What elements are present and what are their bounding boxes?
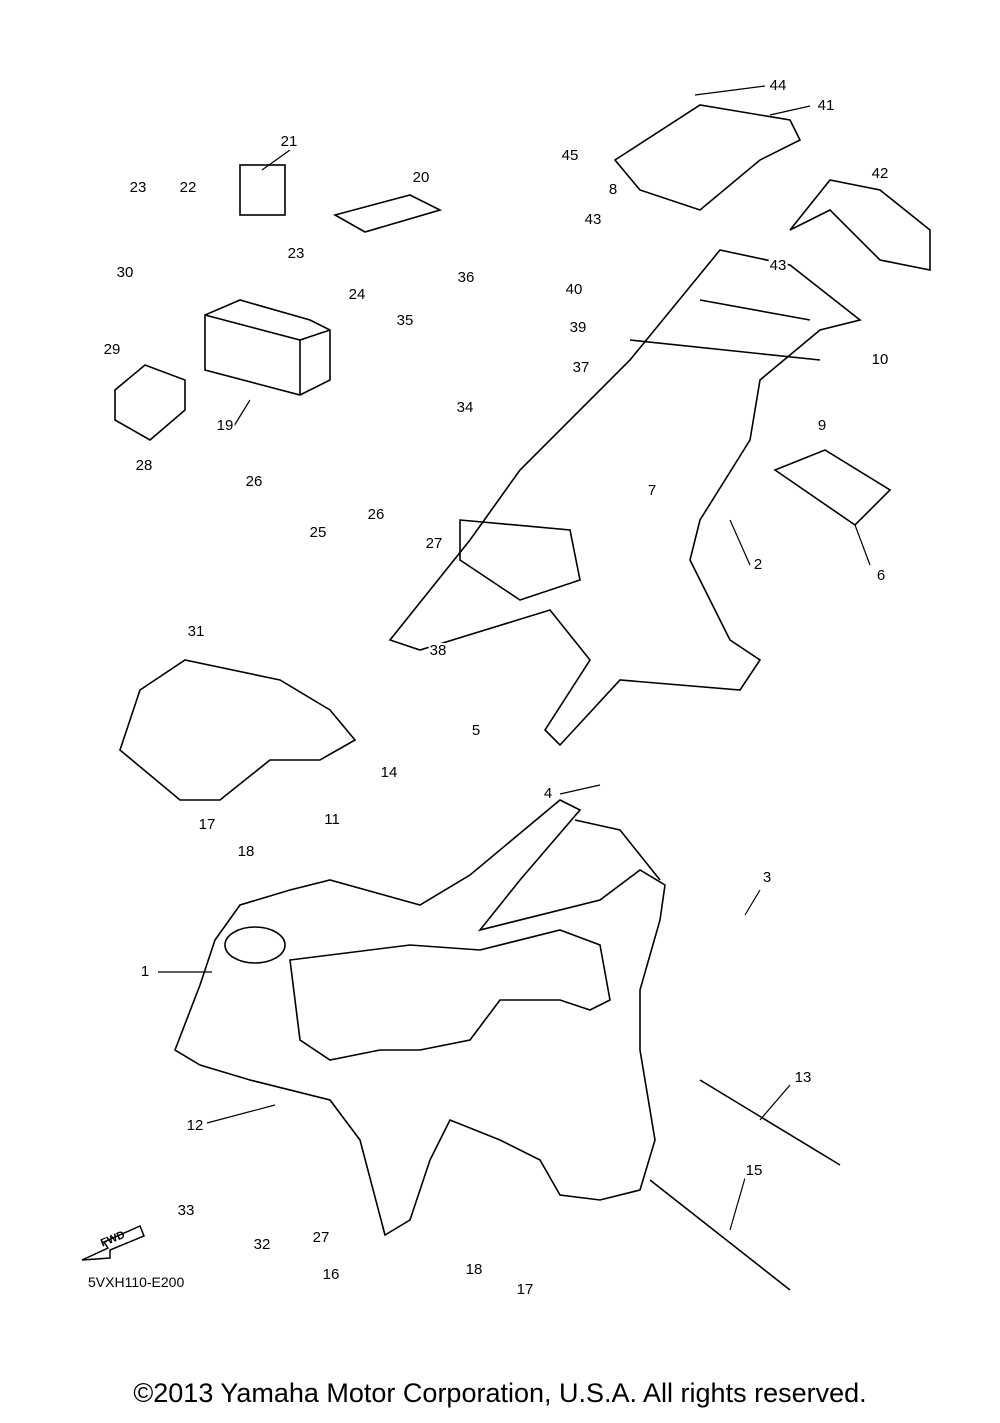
part-callout: 17 xyxy=(197,816,217,833)
copyright-footer: ©2013 Yamaha Motor Corporation, U.S.A. A… xyxy=(133,1378,867,1408)
part-callout: 26 xyxy=(366,506,386,523)
part-callout: 18 xyxy=(236,843,256,860)
part-callout: 3 xyxy=(761,869,773,886)
part-callout: 30 xyxy=(115,264,135,281)
part-callout: 4 xyxy=(542,785,554,802)
part-callout: 17 xyxy=(515,1281,535,1298)
fwd-arrow-icon: FWD xyxy=(81,1224,145,1261)
part-callout: 19 xyxy=(215,417,235,434)
battery-box xyxy=(204,299,331,396)
part-callout: 25 xyxy=(308,524,328,541)
diagram-code: 5VXH110-E200 xyxy=(88,1274,185,1290)
part-callout: 44 xyxy=(768,77,788,94)
part-callout: 29 xyxy=(102,341,122,358)
part-callout: 37 xyxy=(571,359,591,376)
leader-lines xyxy=(158,85,871,1231)
part-callout: 22 xyxy=(178,179,198,196)
part-callout: 27 xyxy=(424,535,444,552)
part-callout: 1 xyxy=(139,963,151,980)
part-callout: 15 xyxy=(744,1162,764,1179)
part-callout: 41 xyxy=(816,97,836,114)
under-cover xyxy=(119,659,357,801)
part-callout: 23 xyxy=(286,245,306,262)
part-callout: 10 xyxy=(870,351,890,368)
part-callout: 16 xyxy=(321,1266,341,1283)
part-callout: 2 xyxy=(752,556,764,573)
part-callout: 43 xyxy=(768,257,788,274)
part-callout: 40 xyxy=(564,281,584,298)
part-callout: 26 xyxy=(244,473,264,490)
part-callout: 31 xyxy=(186,623,206,640)
part-callout: 36 xyxy=(456,269,476,286)
part-callout: 21 xyxy=(279,133,299,150)
part-callout: 45 xyxy=(560,147,580,164)
part-callout: 18 xyxy=(464,1261,484,1278)
rear-frame xyxy=(388,249,862,747)
part-callout: 20 xyxy=(411,169,431,186)
part-callout: 12 xyxy=(185,1117,205,1134)
part-callout: 33 xyxy=(176,1202,196,1219)
part-callout: 34 xyxy=(455,399,475,416)
part-callout: 35 xyxy=(395,312,415,329)
part-callout: 38 xyxy=(428,642,448,659)
part-callout: 6 xyxy=(875,567,887,584)
part-callout: 11 xyxy=(323,811,341,828)
part-callout: 14 xyxy=(379,764,399,781)
part-callout: 43 xyxy=(583,211,603,228)
part-callout: 9 xyxy=(816,417,828,434)
part-callout: 39 xyxy=(568,319,588,336)
part-callout: 28 xyxy=(134,457,154,474)
main-frame xyxy=(174,799,666,1237)
part-callout: 7 xyxy=(646,482,658,499)
part-callout: 24 xyxy=(347,286,367,303)
part-callout: 23 xyxy=(128,179,148,196)
part-callout: 42 xyxy=(870,165,890,182)
part-callout: 32 xyxy=(252,1236,272,1253)
part-callout: 27 xyxy=(311,1229,331,1246)
part-callout: 5 xyxy=(470,722,482,739)
part-callout: 13 xyxy=(793,1069,813,1086)
part-callout: 8 xyxy=(607,181,619,198)
